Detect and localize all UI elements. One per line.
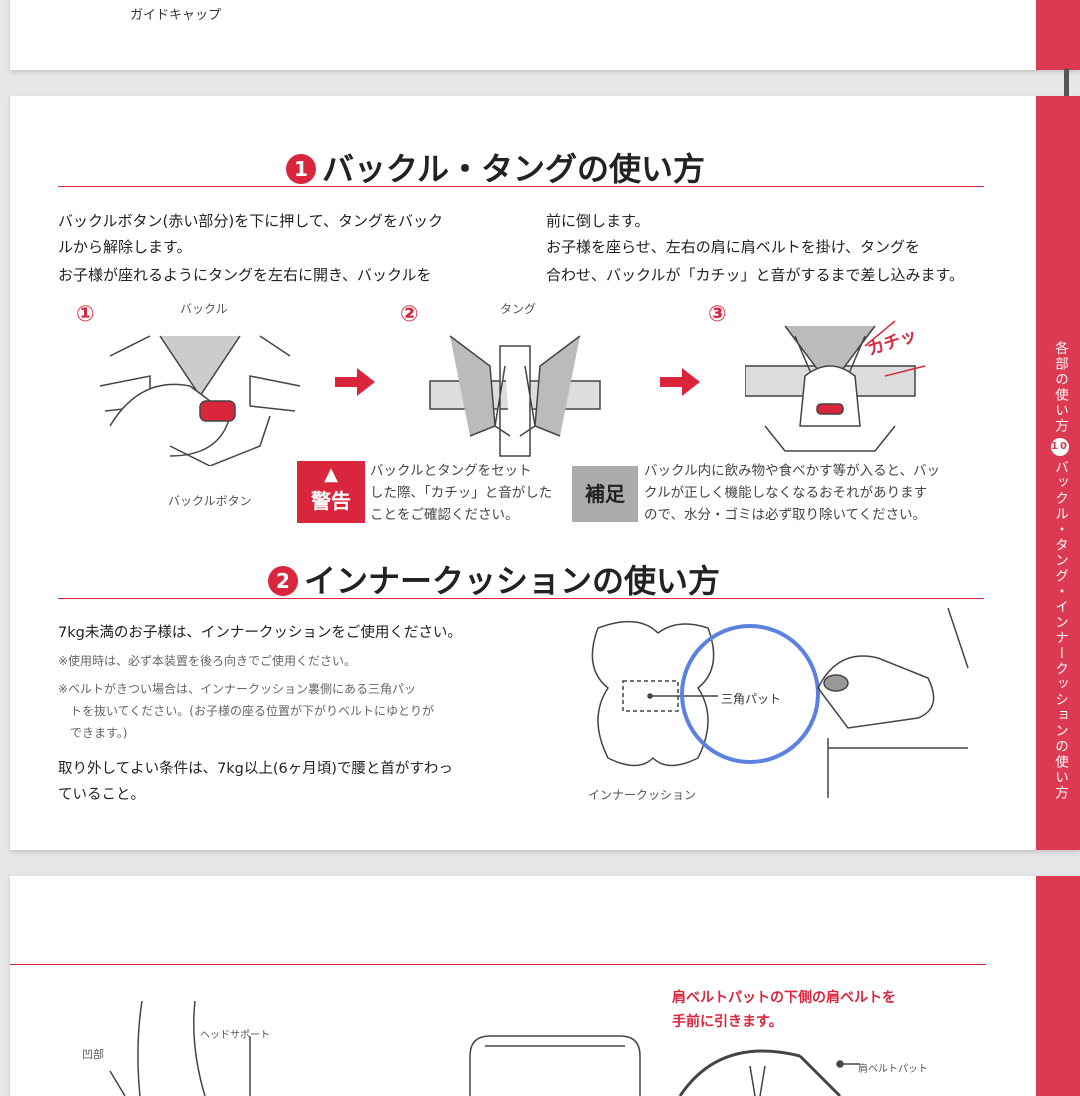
buckle-engaged-illustration (745, 320, 926, 452)
buckle-tongue-illustration (429, 335, 601, 457)
head-support-label: ヘッドサポート (200, 1030, 270, 1041)
step-1: ① (76, 302, 95, 327)
warning-text-1: バックルとタングをセット (370, 463, 532, 479)
inner-cushion-main: 7kg未満のお子様は、インナークッションをご使用ください。 (58, 625, 462, 641)
divider (58, 598, 984, 599)
arrow-icon (660, 368, 700, 396)
warning-icon: ▲ (324, 464, 338, 485)
guide-cap-label: ガイドキャップ (130, 8, 222, 23)
tab-section: 各部の使い方 (1052, 341, 1068, 434)
next-page: 肩ベルトパットの下側の肩ベルトを 手前に引きます。 ヘッドサポート 凹部 肩ベル… (10, 876, 1080, 1096)
buckle-label: バックル (180, 302, 228, 316)
sidebar-tab (1036, 876, 1080, 1096)
note-3: トを抜いてください。(お子様の座る位置が下がりベルトにゆとりが (58, 704, 434, 718)
tongue-label: タング (500, 302, 537, 316)
recess-label: 凹部 (82, 1048, 104, 1061)
note-1: ※使用時は、必ず本装置を後ろ向きでご使用ください。 (58, 654, 357, 668)
note-2: ※ベルトがきつい場合は、インナークッション裏側にある三角パッ (58, 682, 417, 696)
previous-page: ガイドキャップ (10, 0, 1080, 70)
sidebar-tab-text: 各部の使い方 10 バックル・タング・インナークッションの使い方 (1046, 341, 1070, 801)
warning-text-3: ことをご確認ください。 (370, 507, 519, 523)
shoulder-pad-label: 肩ベルトパット (858, 1064, 928, 1075)
arrow-icon (335, 368, 375, 396)
step-2: ② (400, 302, 419, 327)
divider (10, 964, 986, 965)
warning-label: 警告 (311, 489, 351, 513)
inner-cushion-label: インナークッション (588, 788, 697, 802)
section-number: 2 (268, 566, 298, 596)
warning-badge: ▲ 警告 (297, 461, 365, 523)
section-number: 1 (286, 154, 316, 184)
note-4: できます。) (58, 726, 128, 740)
chapter-number: 10 (1051, 438, 1069, 456)
inner-cushion-illustration (591, 608, 969, 798)
left-text-3: お子様が座れるようにタングを左右に開き、バックルを (58, 266, 432, 284)
buckle-press-illustration (99, 335, 301, 466)
supplement-text-2: クルが正しく機能しなくなるおそれがあります (644, 485, 928, 501)
triangle-pad-label: 三角パット (721, 692, 782, 706)
divider (58, 186, 984, 187)
left-text-2: ルから解除します。 (58, 238, 192, 256)
section-title: バックル・タングの使い方 (322, 150, 706, 188)
right-text-1: 前に倒します。 (546, 212, 650, 230)
section-title: インナークッションの使い方 (304, 562, 721, 600)
buckle-button-label: バックルボタン (168, 494, 252, 508)
right-text-3: 合わせ、バックルが「カチッ」と音がするまで差し込みます。 (546, 266, 965, 284)
supplement-badge: 補足 (572, 466, 638, 522)
supplement-text-3: ので、水分・ゴミは必ず取り除いてください。 (644, 507, 927, 523)
supplement-text-1: バックル内に飲み物や食べかす等が入ると、バッ (644, 463, 941, 479)
left-text-1: バックルボタン(赤い部分)を下に押して、タングをバック (58, 212, 444, 230)
instruction-1: 肩ベルトパットの下側の肩ベルトを (672, 990, 896, 1006)
headrest-illustration (109, 1000, 860, 1096)
right-text-2: お子様を座らせ、左右の肩に肩ベルトを掛け、タングを (546, 238, 920, 256)
tab-title: バックル・タング・インナークッションの使い方 (1052, 460, 1068, 801)
instruction-2: 手前に引きます。 (672, 1014, 783, 1030)
sidebar-tab: 各部の使い方 10 バックル・タング・インナークッションの使い方 (1036, 96, 1080, 850)
condition-2: ていること。 (58, 787, 145, 803)
step-3: ③ (708, 302, 727, 327)
warning-text-2: した際、「カチッ」と音がした (370, 485, 553, 501)
condition-1: 取り外してよい条件は、7kg以上(6ヶ月頃)で腰と首がすわっ (58, 761, 453, 777)
sidebar-tab (1036, 0, 1080, 70)
